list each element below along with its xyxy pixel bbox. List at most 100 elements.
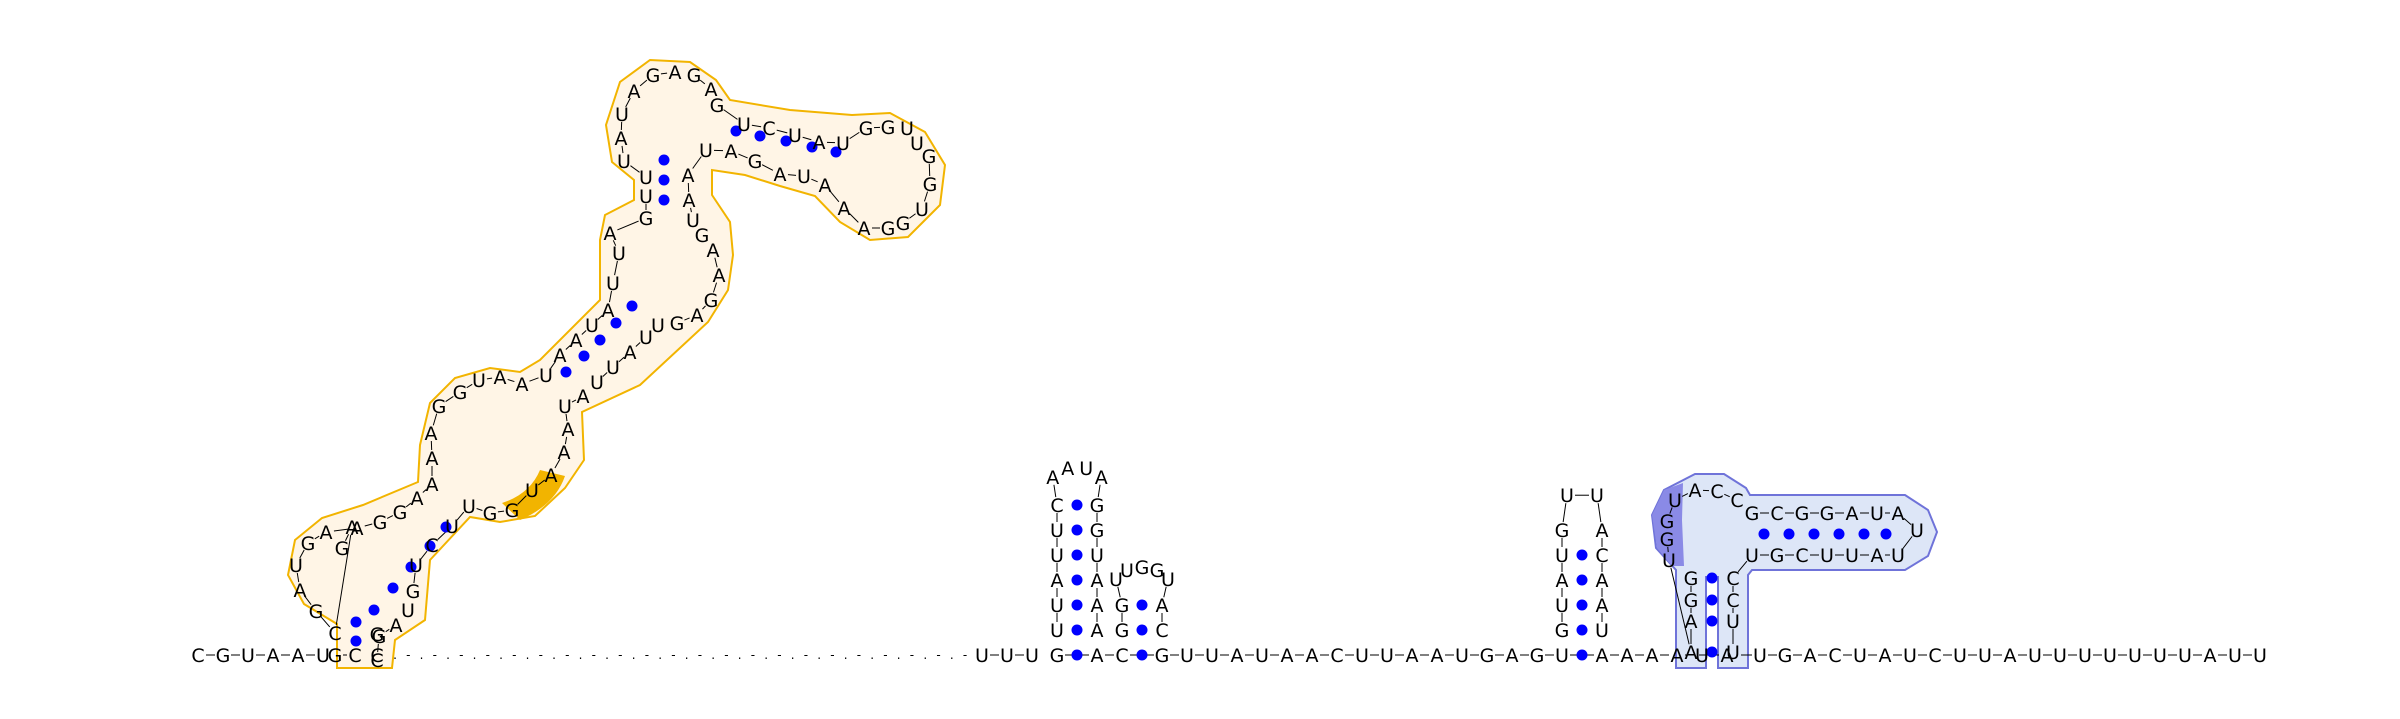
linker-gap-mark: . — [473, 648, 477, 662]
domain-a-nucleotide: G — [704, 290, 719, 312]
backbone-link — [738, 153, 748, 159]
domain-a-nucleotide: A — [682, 165, 695, 187]
domain-a-nucleotide: A — [346, 517, 359, 539]
domain-b — [1650, 473, 1939, 669]
leading-nucleotide: U — [316, 645, 330, 667]
base-pair-dot — [1576, 574, 1588, 586]
linker-gap-mark: - — [406, 648, 410, 662]
backbone-link — [344, 534, 350, 541]
domain-b-nucleotide: A — [1689, 480, 1702, 502]
linker-gap-mark: - — [883, 648, 887, 662]
hairpin-1-loop-nucleotide: U — [1079, 458, 1093, 480]
domain-a-nucleotide: A — [320, 522, 333, 544]
backbone-link — [692, 156, 702, 169]
domain-a-nucleotide: G — [372, 626, 387, 648]
domain-a-nucleotide: G — [406, 581, 421, 603]
domain-a-nucleotide: U — [401, 600, 415, 622]
hairpin-2-loop-nucleotide: U — [1161, 569, 1175, 591]
backbone-link — [581, 330, 587, 335]
backbone-link — [660, 72, 668, 75]
baseline-nucleotide: U — [1205, 645, 1219, 667]
trailing-nucleotide: U — [2228, 645, 2242, 667]
linker-gap-mark: - — [777, 648, 781, 662]
base-pair-dot — [610, 317, 622, 329]
backbone-link — [437, 531, 447, 540]
linker-gap-mark: - — [618, 648, 622, 662]
domain-a-nucleotide: G — [393, 502, 408, 524]
domain-b-nucleotide: G — [1795, 503, 1810, 525]
domain-b-nucleotide: U — [1845, 545, 1859, 567]
backbone-link — [296, 572, 300, 583]
hairpin-3-loop-nucleotide: U — [1590, 485, 1604, 507]
domain-a-nucleotide: U — [612, 243, 626, 265]
domain-a-nucleotide: G — [453, 382, 468, 404]
base-pair-dot — [1136, 624, 1148, 636]
domain-a-nucleotide: G — [896, 213, 911, 235]
domain-a-outline — [286, 58, 947, 669]
domain-b-nucleotide: A — [1892, 503, 1905, 525]
trailing-nucleotide: U — [1753, 645, 1767, 667]
linker-gap-mark: - — [486, 648, 490, 662]
base-pair-dot — [806, 141, 818, 153]
backbone-link — [517, 495, 527, 505]
trailing-nucleotide: U — [2178, 645, 2192, 667]
domain-a-nucleotide: A — [516, 374, 529, 396]
domain-a-nucleotide: U — [797, 166, 811, 188]
domain-b-nucleotide: C — [1770, 503, 1783, 525]
backbone-link — [1737, 560, 1748, 573]
baseline-nucleotide: C — [1115, 645, 1128, 667]
backbone-link — [1670, 567, 1690, 645]
domain-a-nucleotide: C — [328, 623, 341, 645]
domain-b-nucleotide: U — [1820, 545, 1834, 567]
domain-a-nucleotide: G — [646, 65, 661, 87]
domain-b-nucleotide: G — [1660, 511, 1675, 533]
hairpin-1-stem-nucleotide: A — [1091, 620, 1104, 642]
baseline-nucleotide: U — [1695, 645, 1709, 667]
hairpin-2-stem-nucleotide: G — [1115, 595, 1130, 617]
domain-a-nucleotide: A — [838, 198, 851, 220]
domain-a-nucleotide: A — [683, 190, 696, 212]
linker-gap-mark: . — [711, 648, 715, 662]
baseline-nucleotide: A — [1596, 645, 1609, 667]
baseline-nucleotide: A — [1506, 645, 1519, 667]
base-pair-dot — [1136, 649, 1148, 661]
linker-gap-mark: - — [936, 648, 940, 662]
linker-gap-mark: . — [764, 648, 768, 662]
linker-gap-mark: . — [605, 648, 609, 662]
domain-a-nucleotide: U — [558, 396, 572, 418]
backbone-link — [909, 213, 916, 219]
backbone-link — [565, 413, 568, 422]
base-pair-dot — [780, 135, 792, 147]
hairpin-3-stem-nucleotide: A — [1596, 520, 1609, 542]
backbone-link — [761, 164, 774, 171]
backbone-link — [422, 489, 427, 493]
domain-b-nucleotide: U — [1668, 490, 1682, 512]
leading-nucleotide: A — [292, 645, 305, 667]
hairpin-1-stem-nucleotide: G — [1090, 520, 1105, 542]
domain-b-nucleotide: U — [1745, 545, 1759, 567]
domain-a-highlight — [502, 470, 565, 520]
baseline-nucleotide: U — [975, 645, 989, 667]
base-pair-dot — [1136, 599, 1148, 611]
domain-a-nucleotide: U — [836, 133, 850, 155]
domain-a-nucleotide: U — [639, 186, 653, 208]
domain-a-nucleotide: A — [351, 518, 364, 540]
domain-a-nucleotide: G — [373, 512, 388, 534]
linker-gap-mark: . — [685, 648, 689, 662]
base-pair-dot — [1576, 549, 1588, 561]
backbone-link — [829, 190, 840, 203]
domain-a-nucleotide: U — [617, 151, 631, 173]
domain-a-nucleotide: A — [707, 240, 720, 262]
linker-gap-mark: . — [658, 648, 662, 662]
domain-a-nucleotide: U — [472, 370, 486, 392]
trailing-nucleotide: A — [1804, 645, 1817, 667]
hairpin-3-stem-nucleotide: C — [1595, 545, 1608, 567]
backbone-link — [811, 178, 818, 183]
domain-b-nucleotide: A — [1871, 545, 1884, 567]
backbone-link — [635, 342, 641, 347]
trailing-nucleotide: U — [2103, 645, 2117, 667]
hairpin-1-loop-nucleotide: A — [1095, 467, 1108, 489]
backbone-link — [571, 399, 577, 403]
baseline-nucleotide: U — [1380, 645, 1394, 667]
domain-a-nucleotide: G — [639, 208, 654, 230]
